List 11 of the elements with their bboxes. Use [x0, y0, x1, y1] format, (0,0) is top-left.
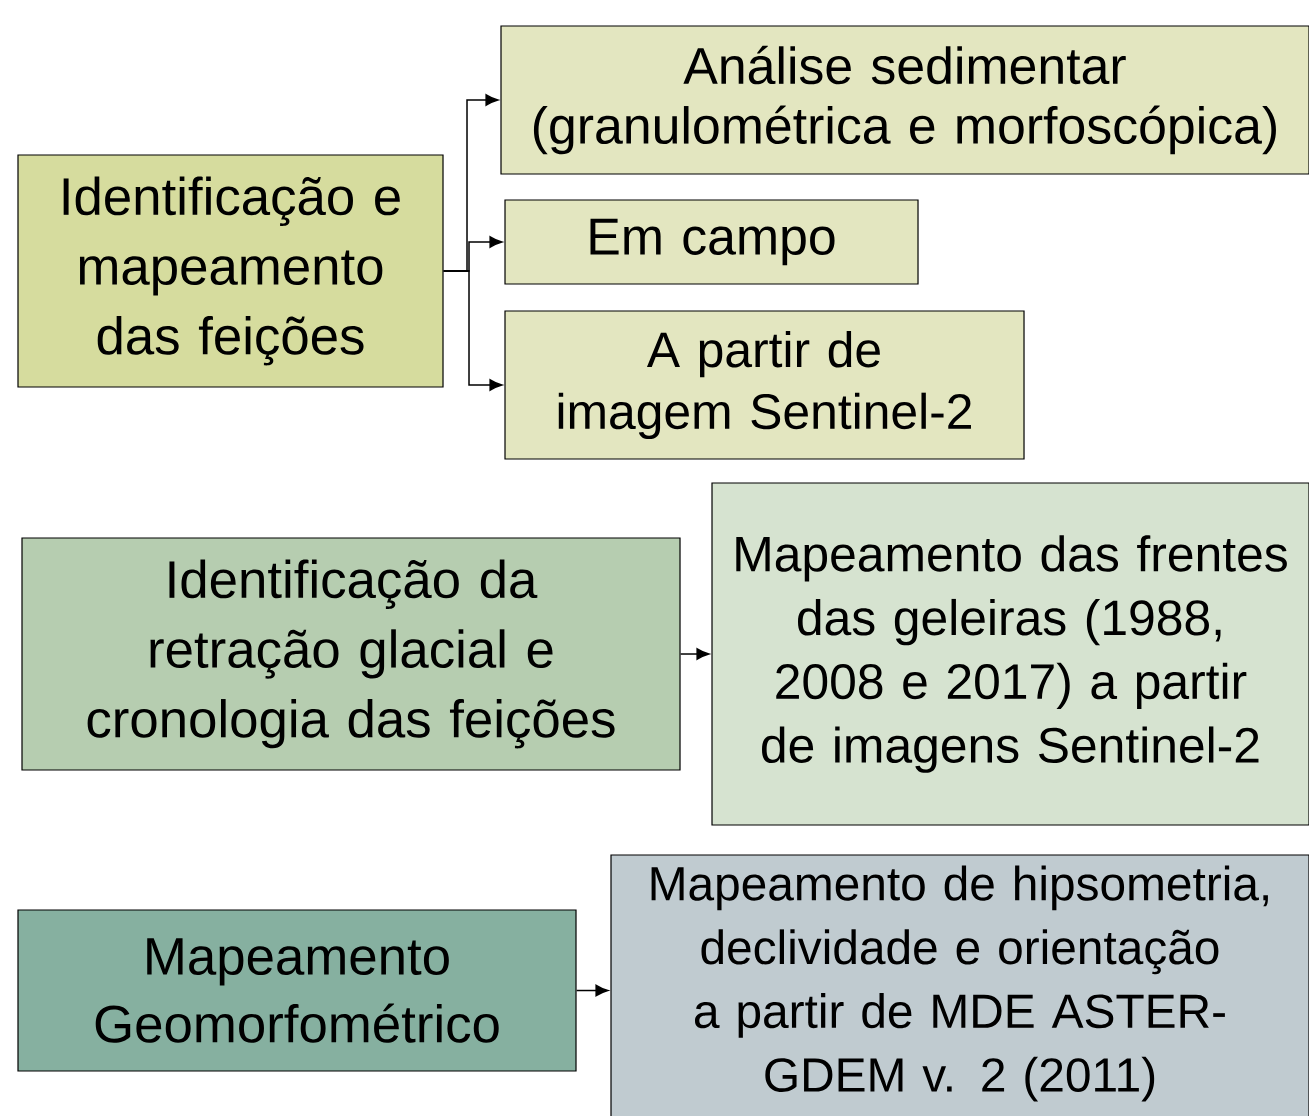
arrow — [575, 984, 609, 997]
process-box: Identificação da retração glacial e cronologia das feições — [21, 537, 681, 771]
process-box: Mapeamento das frentes das geleiras (1988, 2008 e 2017) a partir de imagens Sentinel-2 — [711, 482, 1309, 826]
process-box: Mapeamento Geomorfométrico — [17, 909, 577, 1072]
process-box: A partir de imagem Sentinel-2 — [504, 310, 1025, 460]
arrow — [442, 270, 503, 391]
process-box: Em campo — [504, 199, 919, 285]
process-box: Identificação e mapeamento das feições — [17, 154, 444, 388]
arrow — [679, 648, 710, 660]
process-box: Mapeamento de hipsometria, declividade e orientação a partir de MDE ASTER-GDEM v. 2 (2011) — [610, 854, 1309, 1116]
process-box: Análise sedimentar (granulométrica e morfoscópica) — [500, 25, 1309, 175]
